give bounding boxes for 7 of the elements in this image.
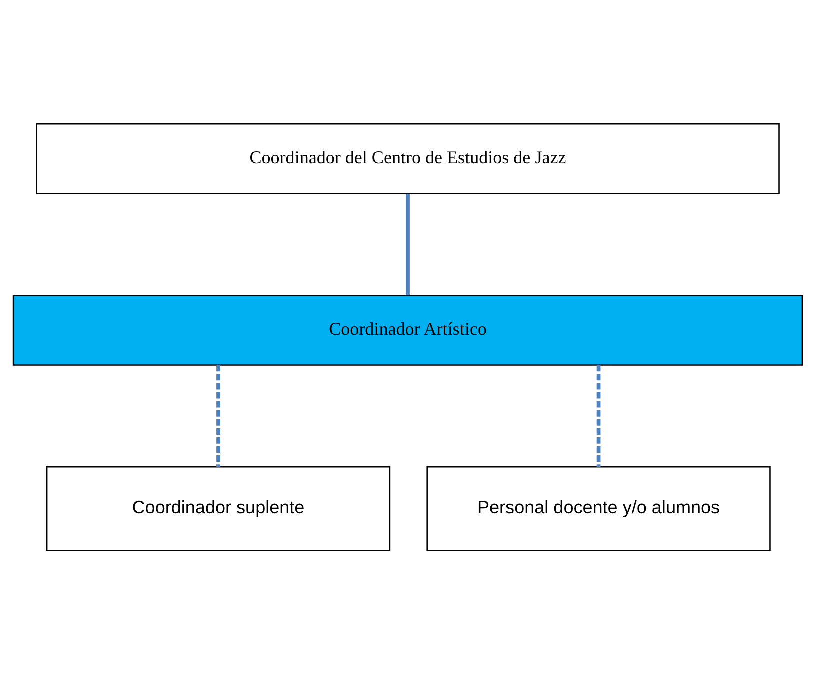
connector [596, 364, 601, 466]
node-box: Personal docente y/o alumnos [426, 466, 771, 551]
node-box: Coordinador del Centro de Estudios de Jazz [36, 123, 780, 194]
connector [216, 364, 220, 466]
connector [406, 194, 410, 295]
node-box: Coordinador suplente [46, 466, 391, 551]
node-box: Coordinador Artístico [12, 294, 804, 366]
